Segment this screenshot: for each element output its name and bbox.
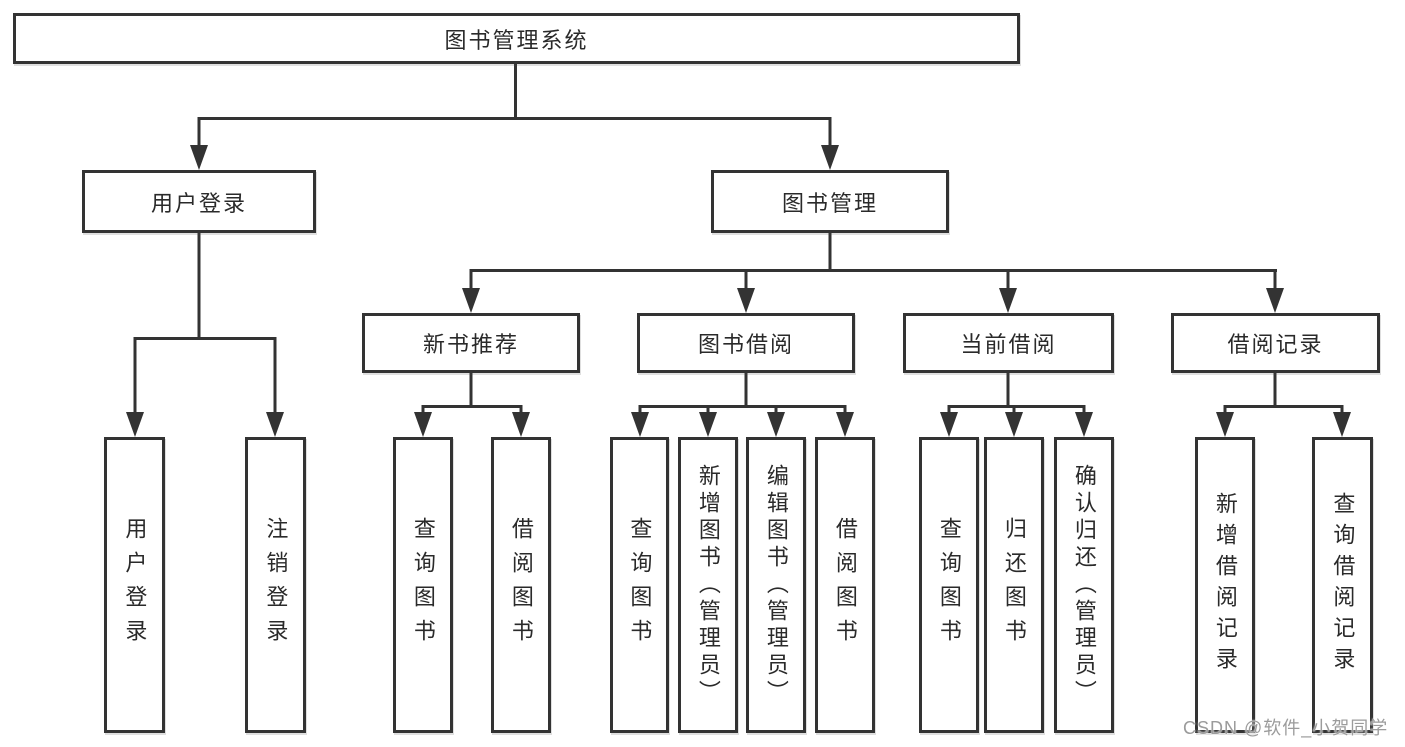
leaf-return-books: 归还图书 xyxy=(984,437,1044,733)
node-label: 确认归还（管理员） xyxy=(1071,463,1097,707)
node-label: 新增借阅记录 xyxy=(1212,492,1238,678)
node-label: 用户登录 xyxy=(150,190,247,216)
node-book-management: 图书管理 xyxy=(711,170,949,233)
leaf-logout-login: 注销登录 xyxy=(245,437,306,733)
node-borrowing-records: 借阅记录 xyxy=(1171,313,1380,373)
node-label: 新书推荐 xyxy=(422,332,519,357)
leaf-query-books-borrowing: 查询图书 xyxy=(610,437,669,733)
csdn-watermark: CSDN @软件_小贺同学 xyxy=(1183,718,1389,738)
leaf-add-books-admin: 新增图书（管理员） xyxy=(678,437,738,733)
node-label: 用户登录 xyxy=(122,517,148,653)
leaf-query-borrow-record: 查询借阅记录 xyxy=(1312,437,1373,733)
arrow-down-icons xyxy=(126,145,1351,437)
leaf-edit-books-admin: 编辑图书（管理员） xyxy=(746,437,806,733)
node-new-book-recommendation: 新书推荐 xyxy=(362,313,580,373)
node-label: 查询图书 xyxy=(627,517,653,653)
node-label: 编辑图书（管理员） xyxy=(763,463,789,707)
node-label: 当前借阅 xyxy=(960,332,1057,357)
node-label: 查询图书 xyxy=(936,517,962,653)
leaf-borrow-books-recommend: 借阅图书 xyxy=(491,437,551,733)
node-label: 图书管理系统 xyxy=(444,27,589,53)
node-label: 查询借阅记录 xyxy=(1330,492,1356,678)
node-label: 图书管理 xyxy=(781,190,878,216)
leaf-borrow-books-borrowing: 借阅图书 xyxy=(815,437,875,733)
leaf-confirm-return-admin: 确认归还（管理员） xyxy=(1054,437,1114,733)
node-label: 归还图书 xyxy=(1001,517,1027,653)
node-label: 注销登录 xyxy=(263,517,289,653)
node-label: 借阅图书 xyxy=(508,517,534,653)
leaf-user-login: 用户登录 xyxy=(104,437,165,733)
node-library-management-system: 图书管理系统 xyxy=(13,13,1020,64)
leaf-query-books-current: 查询图书 xyxy=(919,437,979,733)
node-label: 借阅记录 xyxy=(1227,332,1324,357)
leaf-add-borrow-record: 新增借阅记录 xyxy=(1195,437,1255,733)
node-label: 借阅图书 xyxy=(832,517,858,653)
node-user-login: 用户登录 xyxy=(82,170,316,233)
node-current-borrowing: 当前借阅 xyxy=(903,313,1114,373)
node-label: 查询图书 xyxy=(410,517,436,653)
leaf-query-books-recommend: 查询图书 xyxy=(393,437,453,733)
node-label: 新增图书（管理员） xyxy=(695,463,721,707)
node-label: 图书借阅 xyxy=(697,332,794,357)
node-book-borrowing: 图书借阅 xyxy=(637,313,855,373)
